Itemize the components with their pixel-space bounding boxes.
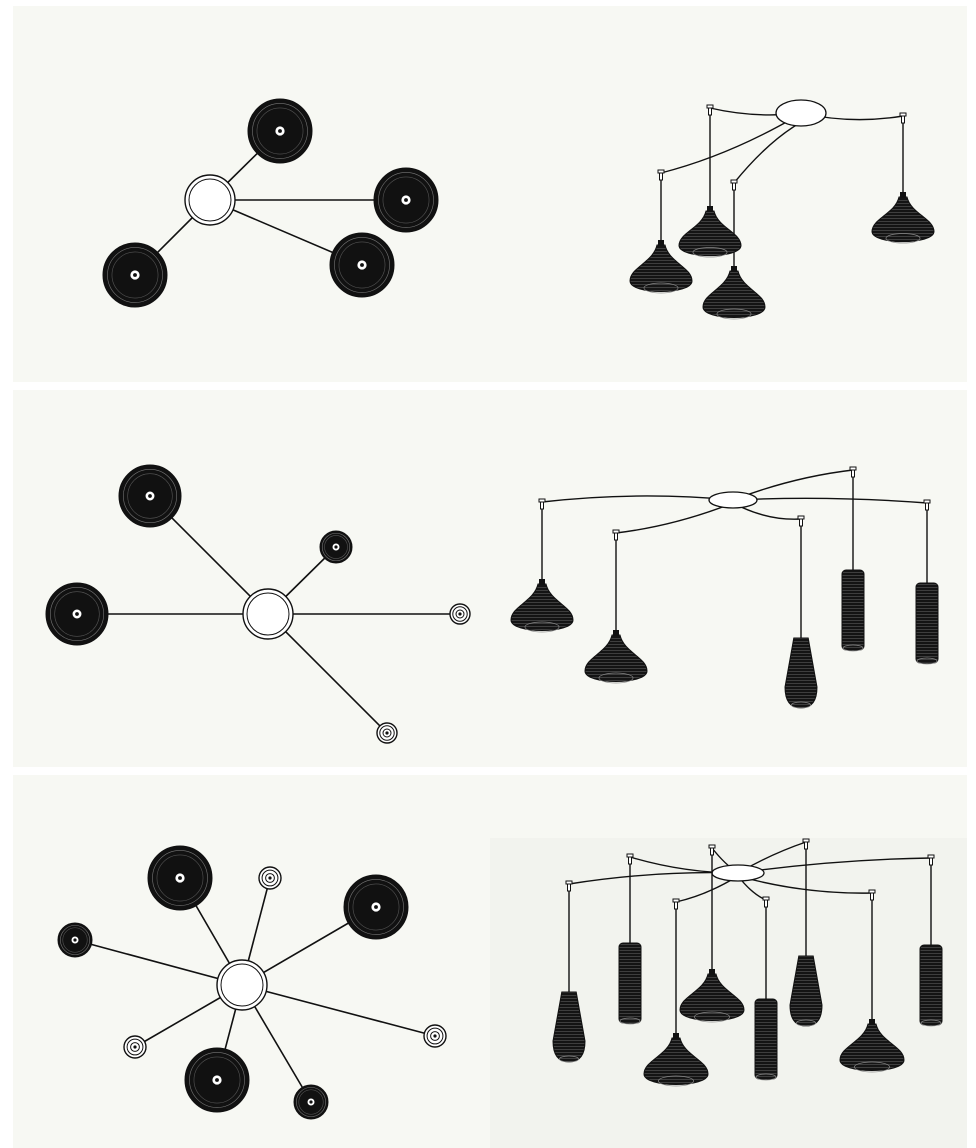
p2-elev-canopy	[708, 491, 758, 509]
p2-plan-lamp-large-disc	[45, 582, 109, 646]
p2-elev-swag	[732, 497, 928, 504]
p3-plan-lamp-ring	[423, 1024, 447, 1048]
p1-plan-canopy	[184, 174, 236, 226]
p2-elev-hook	[923, 499, 931, 511]
p1-elev-pendant-bell	[871, 192, 935, 244]
p3-plan-canopy	[216, 959, 268, 1011]
p2-plan-lamp-ring	[376, 722, 398, 744]
p1-elev-hook	[899, 112, 907, 124]
p1-plan-lamp-large-disc	[373, 167, 439, 233]
p3-plan-lamp-ring	[258, 866, 282, 890]
p2-plan-lamp-large-disc	[118, 464, 182, 528]
p1-elev-hook	[657, 169, 665, 181]
p3-elev-pendant-cylinder	[618, 942, 642, 1025]
p3-plan-lamp-ring	[123, 1035, 147, 1059]
p3-elev-pendant-cylinder	[754, 998, 778, 1081]
p2-elev-swag	[615, 502, 734, 534]
p3-elev-pendant-bell	[643, 1033, 709, 1087]
p2-elev-pendant-bell	[584, 630, 648, 684]
p3-elev-canopy	[711, 864, 765, 882]
p2-elev-hook	[538, 498, 546, 510]
p2-plan-cable	[267, 613, 388, 734]
p1-elev-hook	[730, 179, 738, 191]
p1-elev-canopy	[775, 99, 827, 127]
p1-elev-pendant-bell	[702, 266, 766, 320]
p2-elev-pendant-bell	[510, 579, 574, 633]
p2-elev-hook	[849, 466, 857, 478]
p2-elev-pendant-cylinder	[841, 569, 865, 652]
p3-plan-cable	[241, 984, 436, 1037]
p2-elev-swag	[541, 495, 734, 503]
p2-plan-lamp-small-disc	[319, 530, 353, 564]
p3-elev-pendant-cylinder	[919, 944, 943, 1027]
configuration-panel-1	[13, 6, 967, 382]
p1-plan-lamp-large-disc	[329, 232, 395, 298]
p2-plan-lamp-ring	[449, 603, 471, 625]
p1-elev-swag	[660, 119, 791, 174]
p3-plan-lamp-large-disc	[147, 845, 213, 911]
p3-plan-cable	[74, 939, 243, 986]
p2-elev-pendant-cylinder	[915, 582, 939, 665]
p3-elev-pendant-bell	[679, 969, 745, 1023]
p2-plan-canopy	[242, 588, 294, 640]
p1-plan-lamp-large-disc	[247, 98, 313, 164]
p3-plan-lamp-large-disc	[184, 1047, 250, 1113]
p1-elev-hook	[706, 104, 714, 116]
p2-elev-pendant-cone	[784, 637, 818, 709]
p3-plan-lamp-small-disc	[57, 922, 93, 958]
p3-elev-pendant-bell	[839, 1019, 905, 1073]
p2-elev-hook	[612, 529, 620, 541]
p3-elev-pendant-cone	[789, 955, 823, 1027]
p1-elev-pendant-bell	[629, 240, 693, 294]
p3-elev-pendant-cone	[552, 991, 586, 1063]
p3-elev-hook	[626, 853, 634, 865]
p1-elev-pendant-bell	[678, 206, 742, 258]
p3-plan-lamp-large-disc	[343, 874, 409, 940]
p1-elev-swag	[733, 123, 799, 184]
p3-plan-lamp-small-disc	[293, 1084, 329, 1120]
p1-plan-lamp-large-disc	[102, 242, 168, 308]
p2-elev-hook	[797, 515, 805, 527]
